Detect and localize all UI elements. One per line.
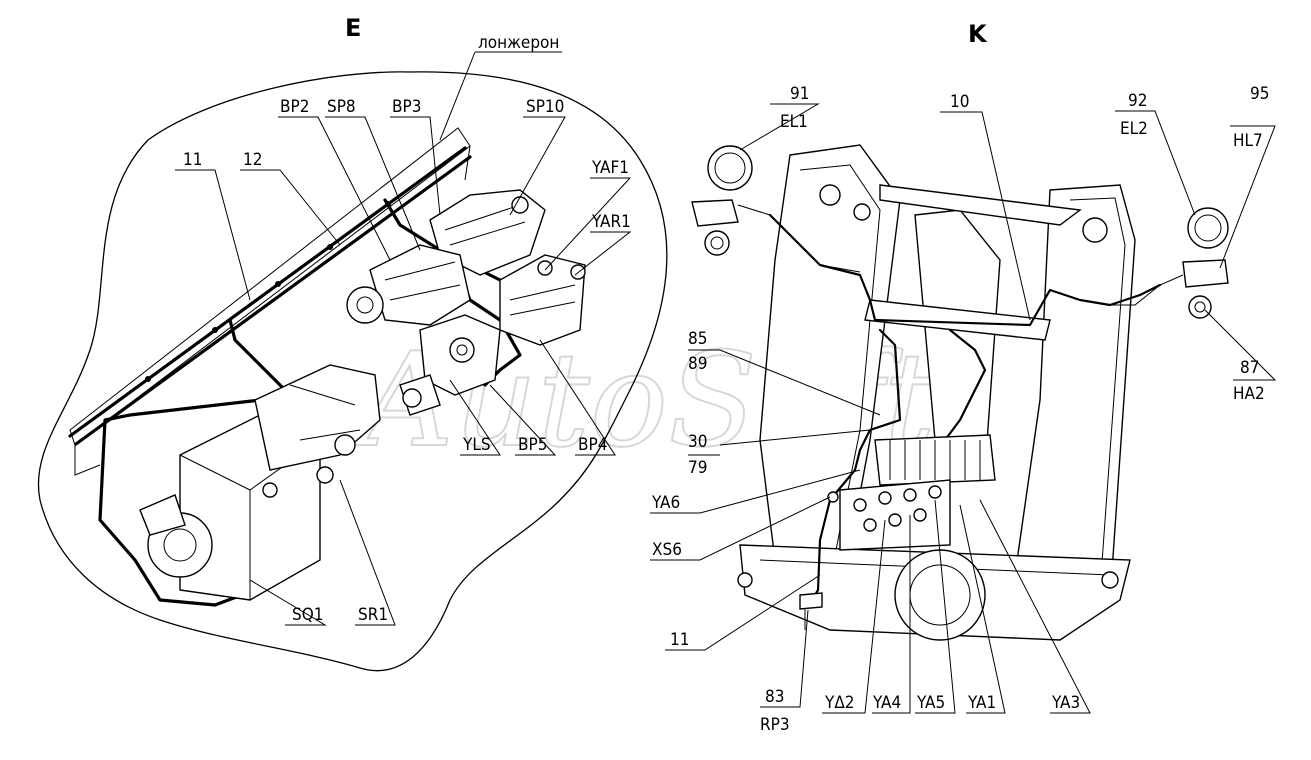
label-yls: YLS (462, 435, 491, 455)
label-ya4: YA4 (872, 693, 901, 713)
label-bp2: BP2 (280, 97, 309, 117)
label-ya5: YA5 (916, 693, 945, 713)
view-label-e: E (345, 14, 361, 42)
label-bp5: BP5 (518, 435, 547, 455)
label-85: 85 (688, 329, 707, 349)
hydraulic-pump-bp2 (346, 244, 471, 326)
label-hl7: HL7 (1233, 131, 1263, 151)
label-92: 92 (1128, 91, 1147, 111)
label-12: 12 (243, 150, 262, 170)
leaders-e (175, 51, 632, 626)
label-10: 10 (950, 92, 969, 112)
label-bp4: BP4 (578, 435, 607, 455)
lamp-el2 (1110, 207, 1229, 319)
label-11-e: 11 (183, 150, 202, 170)
label-95: 95 (1250, 84, 1269, 104)
pump-bp5 (419, 314, 501, 396)
label-longeron: лонжерон (478, 33, 559, 53)
label-sp8: SP8 (327, 97, 356, 117)
label-ya1: YA1 (967, 693, 996, 713)
harness-k-branch (943, 328, 987, 442)
label-ya3: YA3 (1051, 693, 1080, 713)
label-el1: EL1 (780, 112, 808, 132)
label-87: 87 (1240, 358, 1259, 378)
label-ya-d2: YΔ2 (824, 693, 855, 713)
label-yaf1: YAF1 (591, 158, 629, 178)
harness-k-top (768, 213, 1162, 327)
leaders-k (650, 103, 1277, 714)
label-bp3: BP3 (392, 97, 421, 117)
label-ha2: HA2 (1233, 384, 1265, 404)
label-89: 89 (688, 354, 707, 374)
view-label-k: K (968, 20, 988, 48)
pump-yls (399, 374, 441, 416)
label-rp3: RP3 (760, 715, 790, 735)
label-79: 79 (688, 458, 707, 478)
label-el2: EL2 (1120, 119, 1148, 139)
harness-e-main (98, 318, 287, 607)
valve-block (827, 434, 996, 551)
label-30: 30 (688, 432, 707, 452)
label-sr1: SR1 (358, 605, 388, 625)
label-sp10: SP10 (526, 97, 564, 117)
valve-block-yaf1-yar1 (499, 254, 586, 346)
label-sq1: SQ1 (292, 605, 323, 625)
sensor-rp3 (799, 592, 823, 630)
label-yar1: YAR1 (591, 212, 631, 232)
label-xs6: XS6 (652, 540, 682, 560)
machine-frame (737, 144, 1136, 641)
hydro-motor (254, 364, 381, 484)
view-e-outline (37, 71, 668, 672)
harness-k-down (810, 328, 902, 602)
label-ya6: YA6 (651, 493, 680, 513)
label-11-k: 11 (670, 630, 689, 650)
label-91: 91 (790, 84, 809, 104)
longeron-beam (68, 127, 472, 476)
lamp-el1 (691, 145, 861, 273)
label-83: 83 (765, 687, 784, 707)
